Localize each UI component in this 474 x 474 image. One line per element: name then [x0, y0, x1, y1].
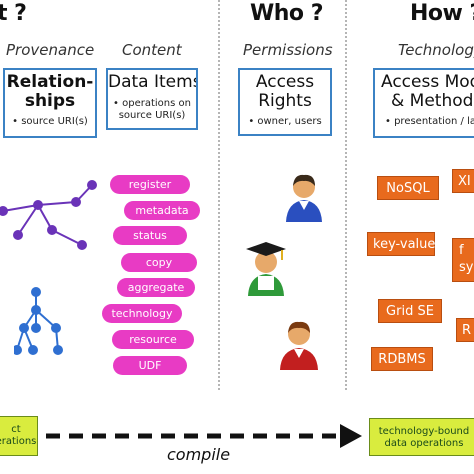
- what-heading: t ?: [0, 1, 27, 26]
- relationships-box: Relation- ships • source URI(s): [3, 68, 97, 138]
- access-modes-title-line1: Access Mod: [381, 72, 474, 92]
- access-modes-title-line2: & Method: [391, 91, 474, 111]
- graph-network-icon: [0, 180, 97, 250]
- technology-bound-line2: data operations: [384, 438, 464, 449]
- provenance-subhead: Provenance: [6, 41, 95, 59]
- abstract-operations-box: ct erations: [0, 416, 38, 456]
- how-heading: How ?: [410, 1, 474, 26]
- pill-metadata: metadata: [124, 201, 200, 220]
- compile-label: compile: [167, 445, 231, 464]
- technology-bound-line1: technology-bound: [378, 426, 470, 437]
- access-modes-bullet: • presentation / la: [385, 116, 474, 127]
- data-items-bullet-line1: • operations on: [113, 98, 191, 109]
- tag-xml: XI: [452, 169, 474, 193]
- abstract-operations-line1: ct: [11, 424, 21, 435]
- tag-rdbms: RDBMS: [371, 347, 433, 371]
- column-divider-1: [218, 0, 220, 390]
- technology-subhead: Technology: [398, 41, 474, 59]
- data-items-bullet-line2: source URI(s): [118, 110, 186, 121]
- data-items-title: Data Items: [108, 72, 198, 92]
- pill-copy: copy: [121, 253, 197, 272]
- tag-key-value: key-value: [367, 232, 435, 256]
- tag-file-system-line1: f: [459, 243, 464, 258]
- content-subhead: Content: [122, 41, 182, 59]
- relationships-title-line2: ships: [24, 91, 76, 111]
- owner-user-icon: [286, 174, 322, 222]
- pill-status: status: [113, 226, 187, 245]
- access-rights-title-line2: Rights: [258, 91, 312, 111]
- tag-file-system-line2: sy: [459, 260, 474, 275]
- tag-r: R: [456, 318, 474, 342]
- column-divider-2: [345, 0, 347, 390]
- abstract-operations-line2: erations: [0, 436, 37, 447]
- pill-aggregate: aggregate: [117, 278, 195, 297]
- access-rights-bullet: • owner, users: [248, 116, 322, 127]
- who-heading: Who ?: [250, 1, 323, 26]
- tag-nosql: NoSQL: [377, 176, 439, 200]
- graduate-user-icon: [246, 242, 286, 296]
- relationships-bullet: • source URI(s): [12, 116, 88, 127]
- access-rights-box: Access Rights • owner, users: [238, 68, 332, 136]
- pill-udf: UDF: [113, 356, 187, 375]
- data-items-box: Data Items • operations on source URI(s): [106, 68, 198, 130]
- technology-bound-operations-box: technology-bound data operations: [369, 418, 474, 456]
- tag-grid-se: Grid SE: [378, 299, 442, 323]
- tree-hierarchy-icon: [14, 287, 63, 355]
- tag-file-system: f sy: [452, 238, 474, 282]
- pill-register: register: [110, 175, 190, 194]
- pill-resource: resource: [112, 330, 194, 349]
- permissions-subhead: Permissions: [243, 41, 333, 59]
- access-rights-title-line1: Access: [255, 72, 315, 92]
- compile-arrow-icon: [46, 424, 362, 448]
- pill-technology: technology: [102, 304, 182, 323]
- relationships-title-line1: Relation-: [6, 72, 94, 92]
- access-modes-box: Access Mod & Method • presentation / la: [373, 68, 474, 138]
- red-user-icon: [280, 321, 318, 370]
